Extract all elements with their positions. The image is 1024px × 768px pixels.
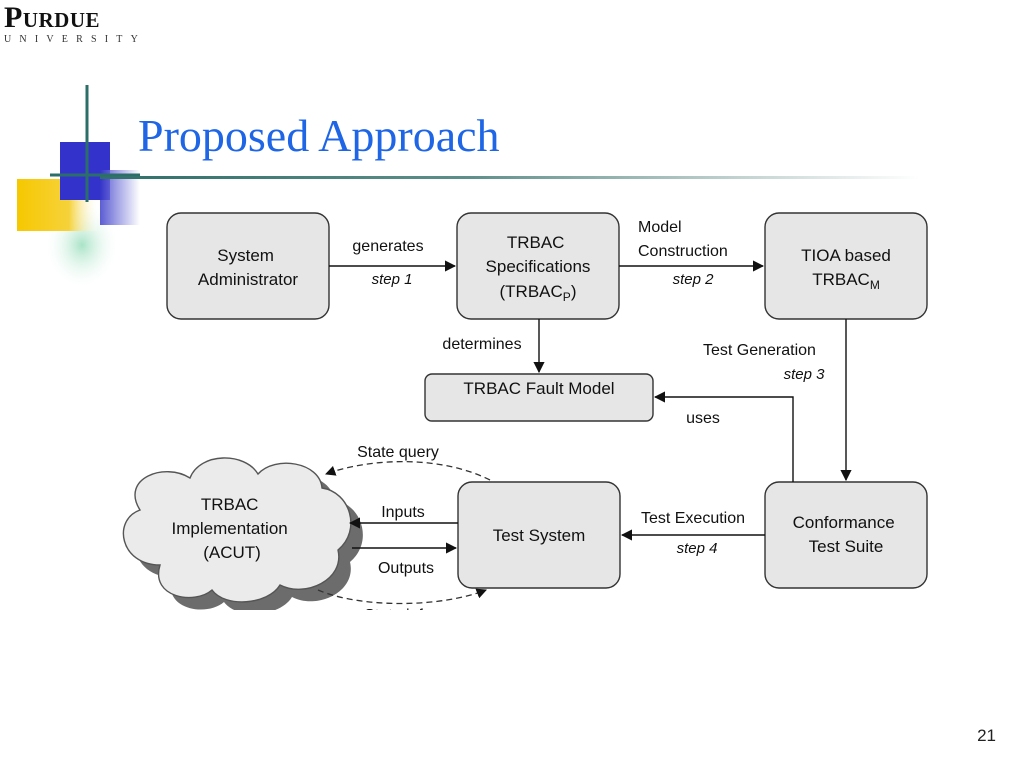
test-system-label: Test System bbox=[493, 526, 586, 545]
outputs-label: Outputs bbox=[378, 560, 434, 577]
arrow-state-query bbox=[325, 460, 491, 481]
step-1-label: step 1 bbox=[372, 271, 413, 288]
step-4-label: step 4 bbox=[677, 540, 718, 557]
tioa-label: TIOA based bbox=[801, 246, 891, 265]
step-3-label: step 3 bbox=[784, 366, 826, 383]
blue-square-fade bbox=[100, 170, 140, 225]
step-2-label: step 2 bbox=[673, 271, 715, 288]
tioa-sub: M bbox=[870, 278, 880, 292]
arrow-uses bbox=[653, 391, 794, 482]
test-execution-label: Test Execution bbox=[641, 510, 745, 527]
tioa-line-1: TIOA based bbox=[801, 246, 891, 265]
system-administrator-label: System Administrator bbox=[198, 246, 298, 289]
fault-model-label: TRBAC Fault Model bbox=[463, 379, 614, 398]
generates-label: generates bbox=[352, 238, 423, 255]
tioa-base: TRBAC bbox=[812, 270, 870, 289]
test-system-box bbox=[457, 481, 621, 589]
conformance-line-1: Conformance bbox=[793, 513, 895, 532]
decorative-squares bbox=[17, 85, 140, 290]
spec-open: (TRBAC bbox=[500, 282, 563, 301]
logo-subtitle: UNIVERSITY bbox=[4, 34, 146, 45]
logo-name: Purdue bbox=[4, 1, 100, 34]
determines-label: determines bbox=[442, 336, 521, 353]
arrow-state-info bbox=[317, 588, 487, 605]
purdue-logo: Purdue UNIVERSITY bbox=[4, 2, 146, 45]
model-line-1: Model bbox=[638, 219, 682, 236]
trbac-p-label: (TRBACP) bbox=[500, 282, 577, 304]
trbac-fault-model-box bbox=[424, 373, 654, 422]
conformance-test-suite-box bbox=[764, 481, 928, 589]
spec-close: ) bbox=[571, 282, 577, 301]
test-generation-label: Test Generation bbox=[703, 342, 816, 359]
tioa-trbac-box bbox=[764, 212, 928, 320]
acut-line-1: TRBAC bbox=[201, 495, 259, 514]
model-construction-label: Model Construction bbox=[638, 219, 728, 260]
spec-line-1: TRBAC bbox=[507, 233, 565, 252]
sysadmin-line-1: System bbox=[217, 246, 274, 265]
acut-line-2: Implementation bbox=[172, 519, 288, 538]
page-number: 21 bbox=[977, 726, 996, 745]
trbac-specifications-label: TRBAC Specifications bbox=[486, 233, 591, 276]
title-rule bbox=[100, 176, 920, 179]
state-info-label: State info bbox=[364, 607, 432, 624]
acut-label: TRBAC Implementation (ACUT) bbox=[172, 495, 293, 562]
spec-line-2: Specifications bbox=[486, 257, 591, 276]
acut-cloud bbox=[122, 457, 352, 603]
trbac-m-label: TRBACM bbox=[812, 270, 880, 292]
state-query-label: State query bbox=[357, 444, 439, 461]
inputs-label: Inputs bbox=[381, 504, 425, 521]
spec-sub: P bbox=[563, 290, 571, 304]
acut-line-3: (ACUT) bbox=[203, 543, 261, 562]
sysadmin-line-2: Administrator bbox=[198, 270, 298, 289]
model-line-2: Construction bbox=[638, 243, 728, 260]
system-administrator-box bbox=[166, 212, 330, 320]
page-title: Proposed Approach bbox=[138, 110, 500, 161]
conformance-line-2: Test Suite bbox=[809, 537, 884, 556]
uses-label: uses bbox=[686, 410, 720, 427]
conformance-label: Conformance Test Suite bbox=[793, 513, 900, 556]
